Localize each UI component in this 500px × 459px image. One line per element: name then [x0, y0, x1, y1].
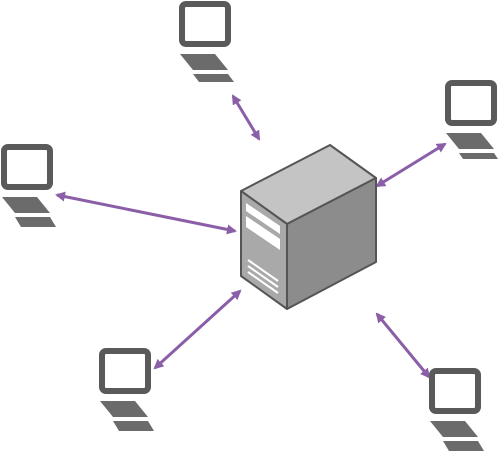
server-vents: [247, 259, 279, 294]
computer-terminal-icon: [445, 80, 498, 159]
connection-arrow-bottom-left: [153, 289, 242, 370]
server-drive-bay-1: [246, 203, 280, 234]
connection-arrow-top: [231, 94, 261, 141]
computer-terminal-icon: [179, 1, 234, 82]
connections: [55, 94, 447, 379]
server-tower-icon: [240, 144, 377, 310]
connection-arrow-bottom-right: [375, 312, 431, 379]
terminal-top: [179, 1, 234, 82]
terminal-bottom-right: [429, 368, 484, 451]
connection-arrow-right: [375, 142, 447, 188]
terminal-bottom-left: [99, 348, 154, 431]
terminal-right: [445, 80, 498, 159]
server: [240, 144, 377, 310]
computer-terminal-icon: [99, 348, 154, 431]
computer-terminal-icon: [1, 144, 56, 227]
connection-arrow-left: [55, 191, 237, 235]
computer-terminal-icon: [429, 368, 484, 451]
server-drive-bay-2: [246, 216, 280, 250]
terminal-left: [1, 144, 56, 227]
